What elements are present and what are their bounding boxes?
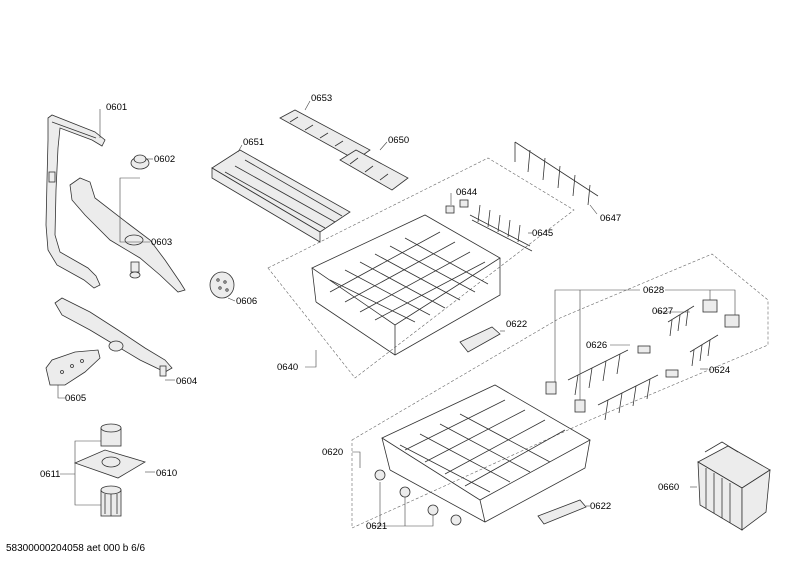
rail-clip-illustration [339, 149, 409, 191]
tine-holder-illustration [545, 381, 586, 413]
part-label-0645: 0645 [532, 228, 553, 239]
part-label-0602: 0602 [154, 154, 175, 165]
upper-basket-illustration [311, 214, 501, 356]
rack-handle-lower-illustration [537, 499, 587, 525]
tine-set-illustration [514, 141, 599, 206]
upper-rack-assembly-outline [267, 157, 575, 379]
part-label-0601: 0601 [106, 102, 127, 113]
lower-basket-illustration [381, 384, 591, 523]
part-label-0624: 0624 [709, 365, 730, 376]
part-label-0653: 0653 [311, 93, 332, 104]
part-label-0610: 0610 [156, 468, 177, 479]
part-label-0626: 0626 [586, 340, 607, 351]
part-label-0644: 0644 [456, 187, 477, 198]
part-label-0604: 0604 [176, 376, 197, 387]
supply-pipe-illustration [45, 114, 106, 289]
part-label-0650: 0650 [388, 135, 409, 146]
part-label-0621: 0621 [366, 521, 387, 532]
lower-spray-arm-illustration [54, 297, 173, 377]
part-label-0603: 0603 [151, 237, 172, 248]
rack-top-rail-illustration [279, 109, 371, 161]
filter-disc-illustration [209, 271, 235, 299]
leader-lines [57, 100, 736, 527]
document-reference: 58300000204058 aet 000 b 6/6 [6, 543, 146, 554]
tine-connector-illustration [637, 345, 679, 378]
part-label-0651: 0651 [243, 137, 264, 148]
part-label-0640: 0640 [277, 362, 298, 373]
part-label-0647: 0647 [600, 213, 621, 224]
filter-assembly-illustration [73, 423, 146, 517]
part-label-0660: 0660 [658, 482, 679, 493]
folding-tine-row-illustration [469, 204, 533, 252]
part-label-0622-lower: 0622 [590, 501, 611, 512]
fold-down-tines-illustration [567, 305, 719, 421]
rack-wheels-illustration [374, 469, 462, 526]
part-label-0627: 0627 [652, 306, 673, 317]
arm-support-illustration [45, 349, 101, 386]
part-label-0628: 0628 [643, 285, 664, 296]
lower-rack-assembly-outline [351, 253, 769, 529]
rack-clip-illustration [445, 199, 469, 214]
part-label-0611: 0611 [40, 469, 60, 480]
cutlery-tray-illustration [211, 149, 351, 243]
cutlery-basket-illustration [697, 441, 771, 531]
part-label-0606: 0606 [236, 296, 257, 307]
part-label-0605: 0605 [65, 393, 86, 404]
upper-spray-arm-illustration [69, 177, 186, 293]
connector-illustration [130, 154, 150, 170]
hinge-clip-illustration [702, 299, 740, 328]
part-label-0622-upper: 0622 [506, 319, 527, 330]
part-label-0620: 0620 [322, 447, 343, 458]
rack-handle-upper-illustration [459, 326, 501, 353]
